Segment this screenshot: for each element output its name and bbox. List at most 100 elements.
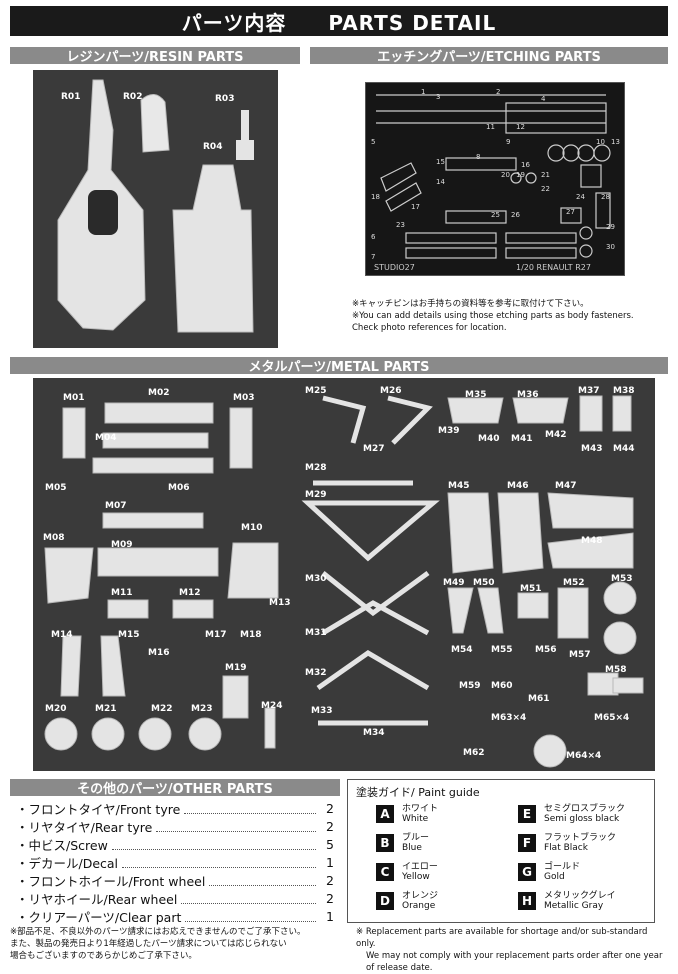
label-M36: M36 [517,390,539,400]
label-M27: M27 [363,444,385,454]
etching-number: 28 [601,193,610,201]
etching-number: 30 [606,243,615,251]
dot-leader [111,840,316,850]
label-M16: M16 [148,648,170,658]
other-part-qty: 2 [326,801,334,816]
label-R04: R04 [203,142,223,152]
other-part-qty: 1 [326,909,334,924]
etching-number: 9 [506,138,511,146]
label-M13: M13 [269,598,291,608]
label-M23: M23 [191,704,213,714]
label-M38: M38 [613,386,635,396]
label-M61: M61 [528,694,550,704]
other-part-name: ・中ビス/Screw [16,838,108,853]
dot-leader [181,894,316,904]
paint-letter: B [376,834,394,852]
label-M65x4: M65×4 [594,713,630,723]
label-M05: M05 [45,483,67,493]
label-M20: M20 [45,704,67,714]
paint-letter: F [518,834,536,852]
etching-number: 23 [396,221,405,229]
label-R02: R02 [123,92,143,102]
etching-number: 21 [541,171,550,179]
label-M18: M18 [240,630,262,640]
label-R01: R01 [61,92,81,102]
etching-number: 20 [501,171,510,179]
resin-header: レジンパーツ/RESIN PARTS [10,47,300,65]
label-M24: M24 [261,701,283,711]
etching-number: 14 [436,178,445,186]
fret-title: 1/20 RENAULT R27 [516,263,591,272]
etching-number: 6 [371,233,376,241]
other-part-qty: 1 [326,855,334,870]
other-part-name: ・リヤホイール/Rear wheel [16,892,178,907]
label-M26: M26 [380,386,402,396]
label-M53: M53 [611,574,633,584]
label-M21: M21 [95,704,117,714]
label-M58: M58 [605,665,627,675]
etching-number: 10 [596,138,605,146]
label-M28: M28 [305,463,327,473]
dot-leader [122,858,316,868]
paint-guide-header: 塗装ガイド/ Paint guide [356,786,480,799]
label-M60: M60 [491,681,513,691]
label-M59: M59 [459,681,481,691]
label-M55: M55 [491,645,513,655]
other-part-name: ・デカール/Decal [16,856,119,871]
other-part-qty: 2 [326,873,334,888]
other-part-row: ・デカール/Decal 1 [16,854,334,871]
other-header: その他のパーツ/OTHER PARTS [10,779,340,797]
label-M43: M43 [581,444,603,454]
label-M42: M42 [545,430,567,440]
label-M51: M51 [520,584,542,594]
paint-letter: C [376,863,394,881]
metal-header: メタルパーツ/METAL PARTS [10,357,668,375]
etching-number: 29 [606,223,615,231]
etching-parts-drawing [376,94,611,259]
label-M57: M57 [569,650,591,660]
label-M45: M45 [448,481,470,491]
etching-number: 7 [371,253,376,261]
resin-parts-drawing [57,79,254,333]
label-M41: M41 [511,434,533,444]
dot-leader [184,804,316,814]
etching-number: 25 [491,211,500,219]
label-M33: M33 [311,706,333,716]
etching-header: エッチングパーツ/ETCHING PARTS [310,47,668,65]
metal-parts-drawing [44,395,644,768]
etching-number: 2 [496,88,501,96]
label-M63x4: M63×4 [491,713,527,723]
label-M47: M47 [555,481,577,491]
label-M14: M14 [51,630,73,640]
label-M64x4: M64×4 [566,751,602,761]
label-M11: M11 [111,588,133,598]
label-M52: M52 [563,578,585,588]
paint-letter: D [376,892,394,910]
label-M35: M35 [465,390,487,400]
dot-leader [156,822,316,832]
label-M03: M03 [233,393,255,403]
footer-jp: ※部品不足、不良以外のパーツ請求にはお応えできませんのでご了承下さい。 また、製… [10,927,306,961]
label-M62: M62 [463,748,485,758]
label-M09: M09 [111,540,133,550]
etching-number: 4 [541,95,546,103]
label-M02: M02 [148,388,170,398]
etching-number: 8 [476,153,481,161]
etching-number: 22 [541,185,550,193]
label-M39: M39 [438,426,460,436]
etching-number: 12 [516,123,525,131]
